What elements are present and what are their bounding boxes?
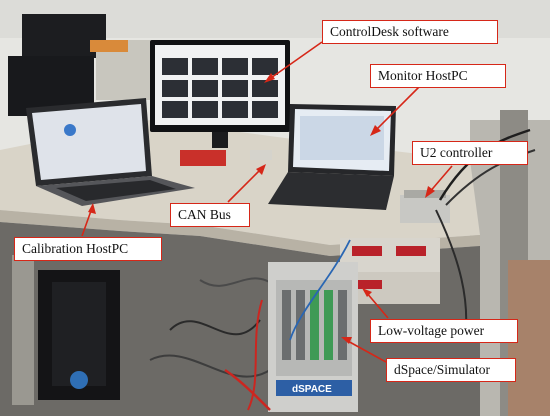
monitor-laptop-window (300, 116, 384, 160)
arrow-calibration-head (88, 203, 96, 214)
arrow-controldesk-head (264, 73, 275, 83)
grey-panel (12, 255, 34, 405)
dspace-card-2 (296, 290, 305, 360)
dspace-card-1 (282, 290, 291, 360)
calibration-laptop-keyboard (56, 180, 176, 201)
cds-tile-12 (252, 101, 278, 118)
cds-tile-2 (192, 58, 218, 75)
callout-calibration-hostpc: Calibration HostPC (14, 237, 162, 261)
can-adapter-2 (250, 150, 272, 160)
u2-controller-box (400, 195, 450, 223)
callout-monitor-hostpc: Monitor HostPC (370, 64, 506, 88)
dspace-brand-label: dSPACE (292, 384, 332, 395)
arrow-lowvoltage-head (362, 288, 372, 297)
arrow-calibration (81, 207, 93, 237)
arrow-dspace (345, 339, 387, 363)
callout-can-bus: CAN Bus (170, 203, 250, 227)
arrow-dspace-head (341, 337, 352, 344)
cds-tile-6 (192, 80, 218, 97)
red-cable-1 (247, 299, 263, 411)
arrow-monitor (373, 85, 421, 133)
cds-tile-5 (162, 80, 188, 97)
cds-tile-9 (162, 101, 188, 118)
monitor-laptop-base (268, 172, 394, 210)
arrow-lowvoltage (365, 291, 389, 319)
cds-tile-3 (222, 58, 248, 75)
orange-box (90, 40, 128, 52)
callout-u2-controller: U2 controller (412, 141, 528, 165)
u2-controller-top (404, 190, 446, 198)
blue-cable (289, 239, 351, 341)
arrow-controldesk (267, 41, 323, 81)
dspace-card-3 (310, 290, 319, 360)
dspace-card-5 (338, 290, 347, 360)
arrow-monitor-head (370, 125, 381, 136)
arrow-u2-head (425, 186, 435, 198)
floor-cable-1 (169, 319, 261, 336)
dspace-brand-plate (276, 380, 352, 396)
cds-tile-1 (162, 58, 188, 75)
can-adapter (180, 150, 226, 166)
dspace-card-4 (324, 290, 333, 360)
calibration-laptop-logo (64, 124, 76, 136)
callout-low-voltage-power: Low-voltage power (370, 319, 518, 343)
cds-tile-11 (222, 101, 248, 118)
power-supply-display-2 (396, 246, 426, 256)
pc-tower-front (52, 282, 106, 386)
arrow-canbus (227, 167, 263, 203)
pc-power-button (70, 371, 88, 389)
power-supply-display-3 (356, 280, 382, 289)
cds-tile-7 (222, 80, 248, 97)
power-supply-display-1 (352, 246, 382, 256)
red-cable-2 (224, 368, 271, 411)
callout-dspace-simulator: dSpace/Simulator (386, 358, 516, 382)
cds-tile-4 (252, 58, 278, 75)
calibration-laptop-screen (32, 104, 146, 180)
cds-tile-8 (252, 80, 278, 97)
cds-tile-10 (192, 101, 218, 118)
central-monitor-stand (212, 132, 228, 148)
callout-controldesk-software: ControlDesk software (322, 20, 498, 44)
arrow-canbus-head (256, 164, 266, 175)
